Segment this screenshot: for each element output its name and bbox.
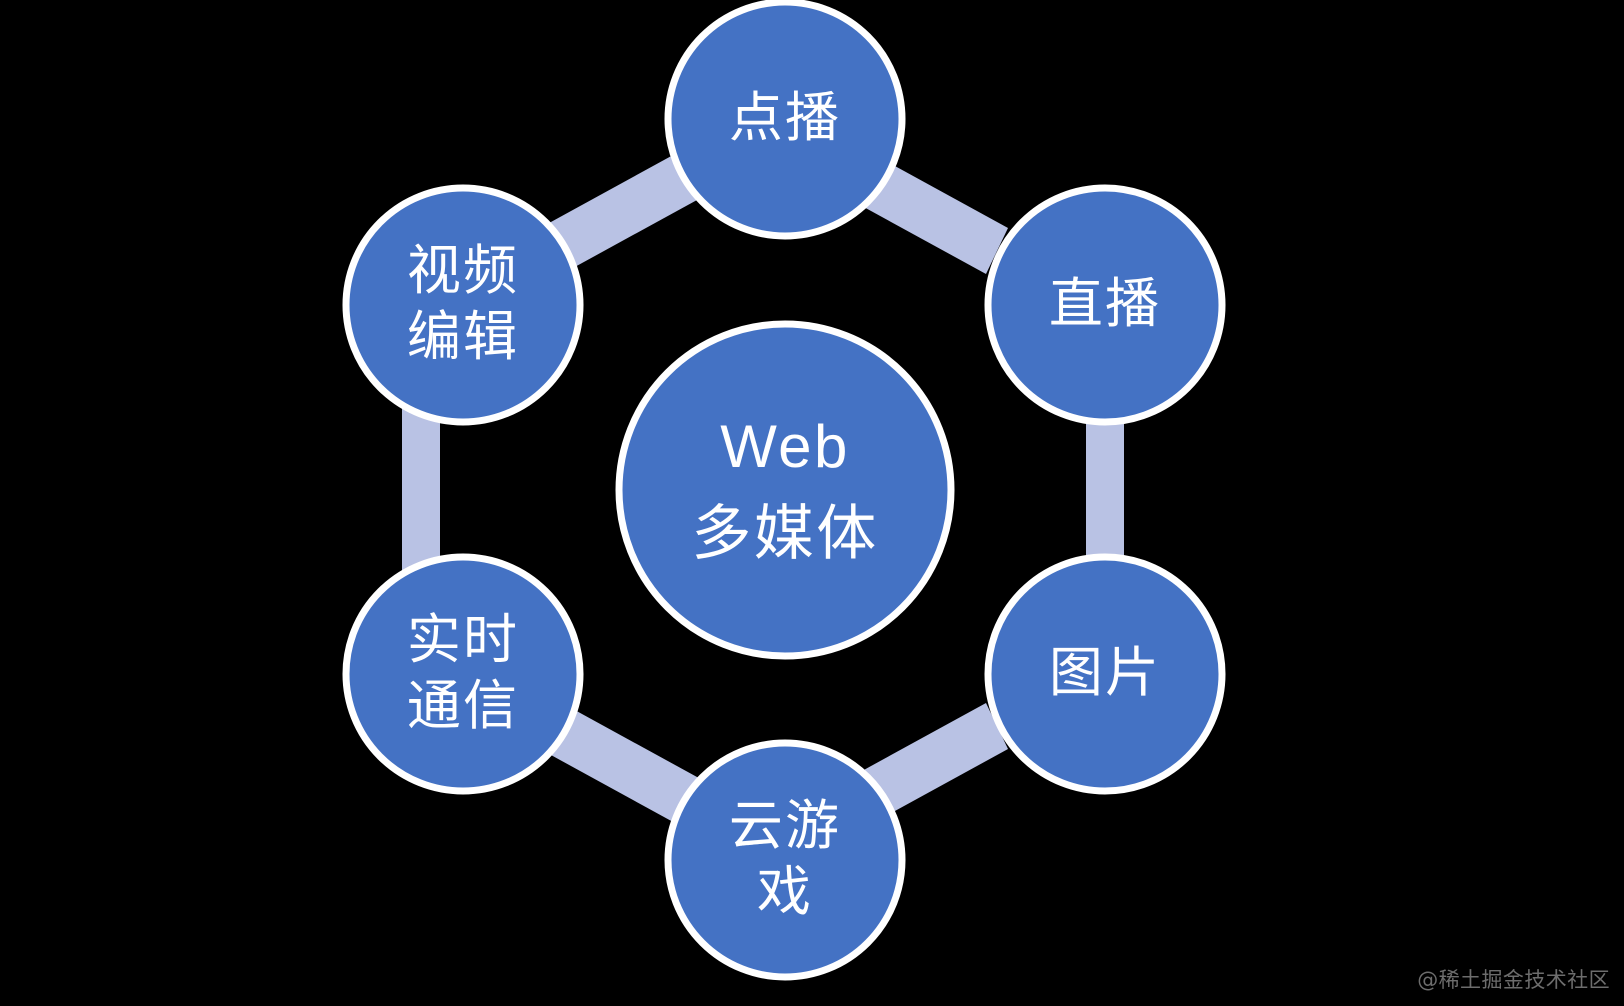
node-circle-rtc[interactable] [342,553,584,795]
node-circle-image[interactable] [984,553,1226,795]
watermark-text: @稀土掘金技术社区 [1417,968,1610,992]
hub-circle[interactable] [615,320,955,660]
node-circle-live[interactable] [984,184,1226,426]
node-circle-cloud-game[interactable] [664,739,906,981]
connector-live-to-image [1086,385,1124,592]
node-circle-vod[interactable] [664,0,906,240]
node-circle-video-edit[interactable] [342,184,584,426]
connector-rtc-to-video-edit [402,385,440,592]
